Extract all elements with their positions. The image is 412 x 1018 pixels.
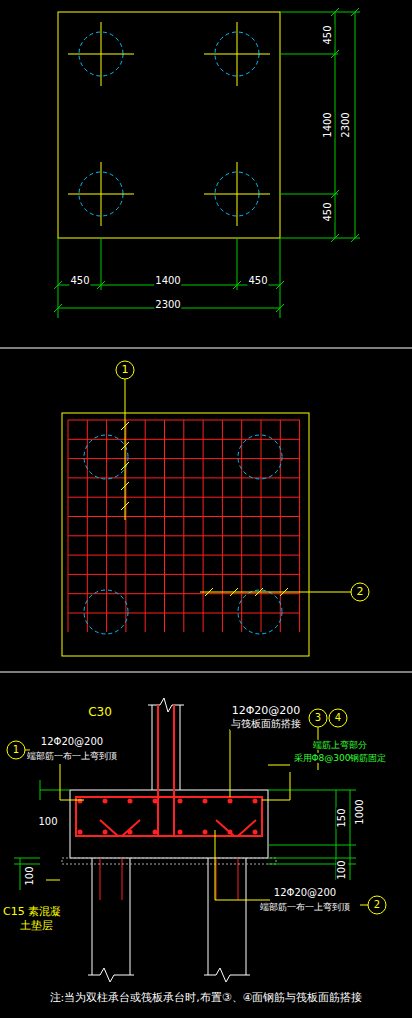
rebar-dot [103,830,108,835]
rebar-dot [178,830,183,835]
section-leaders [7,709,386,914]
drawing-label: 1000 [354,798,366,825]
rebar-dots [78,799,258,835]
cap-outline [58,12,280,238]
rebar-line [222,420,223,632]
rebar-line [203,420,204,632]
rebar-line [164,420,165,632]
pile-crosses [68,22,270,226]
drawing-label: C30 [87,706,113,720]
column [148,698,184,790]
rebar-dot [153,830,158,835]
drawing-label: 100 [24,865,36,886]
drawing-label: 12Φ20@200 [231,705,302,718]
rebar-dot [128,830,133,835]
rebar-line [68,420,69,632]
pile-circles-plan [84,435,282,634]
rebar-line [68,497,300,498]
drawing-label: 12Φ20@200 [273,887,337,899]
rebar-line [68,420,300,421]
rebar-dot [78,830,83,835]
drawing-label: 采用Φ8@300钢筋固定 [293,753,388,763]
drawing-label: 100 [336,859,348,880]
rebar-line [68,516,300,517]
rebar-dot [203,799,208,804]
drawing-label: 450 [322,24,334,45]
rebar-line [106,420,107,632]
drawing-label: 12Φ20@200 [40,736,104,748]
piles [88,858,250,982]
drawing-label: 2300 [154,299,181,311]
drawing-label: 1400 [154,275,181,287]
drawing-label: 端筋上弯部分 [312,740,368,750]
dimension-lines [54,8,360,318]
note: 注:当为双柱承台或筏板承台时,布置③、④面钢筋与筏板面筋搭接 [49,992,364,1005]
rebar-dot [178,799,183,804]
rebar-line [68,613,300,614]
drawing-label: 100 [37,816,58,828]
rebar-grid [68,420,300,632]
rebar-dot [128,799,133,804]
drawing-label: 150 [336,807,348,828]
rebar-line [241,420,242,632]
drawing-label: 1 [121,364,130,377]
rebar-line [299,420,300,632]
rebar-line [183,420,184,632]
rebar-dot [228,830,233,835]
cap-outline-plan [62,413,309,656]
drawing-label: 4 [334,712,342,724]
rebar-dot [153,799,158,804]
drawing-label: 3 [314,712,322,724]
rebar-line [261,420,262,632]
drawing-label: 与筏板面筋搭接 [230,718,302,730]
rebar-line [68,458,300,459]
drawing-label: 1 [12,744,20,756]
drawing-label: 2 [373,899,381,911]
drawing-label: C15 素混凝 [2,906,62,919]
rebar-line [68,535,300,536]
rebar-line [68,555,300,556]
drawing-label: 450 [69,275,90,287]
rebar-dot [253,830,258,835]
drawing-label: 450 [247,275,268,287]
drawing-label: 2300 [340,111,352,138]
rebar-line [125,420,126,632]
pile-cap [70,790,268,858]
rebar-dot [253,799,258,804]
rebar-dot [203,830,208,835]
rebar-line [145,420,146,632]
rebar-line [68,593,300,594]
drawing-label: 土垫层 [19,920,54,933]
panel-separators [0,348,412,672]
dimension-lines-section [14,780,356,890]
cushion-layer [62,858,276,864]
drawing-label: 1400 [322,111,334,138]
drawing-label: 450 [322,201,334,222]
rebar-line [280,420,281,632]
drawing-label: 端部筋一布一上弯到顶 [26,751,118,761]
drawing-label: 端部筋一布一上弯到顶 [259,902,351,912]
rebar-dot [78,799,83,804]
rebar-dot [103,799,108,804]
pile-circles [79,32,259,216]
rebar-line [68,574,300,575]
drawing-label: 2 [356,586,365,599]
callout-leaders [116,361,369,601]
rebar-line [68,439,300,440]
rebar-dot [228,799,233,804]
